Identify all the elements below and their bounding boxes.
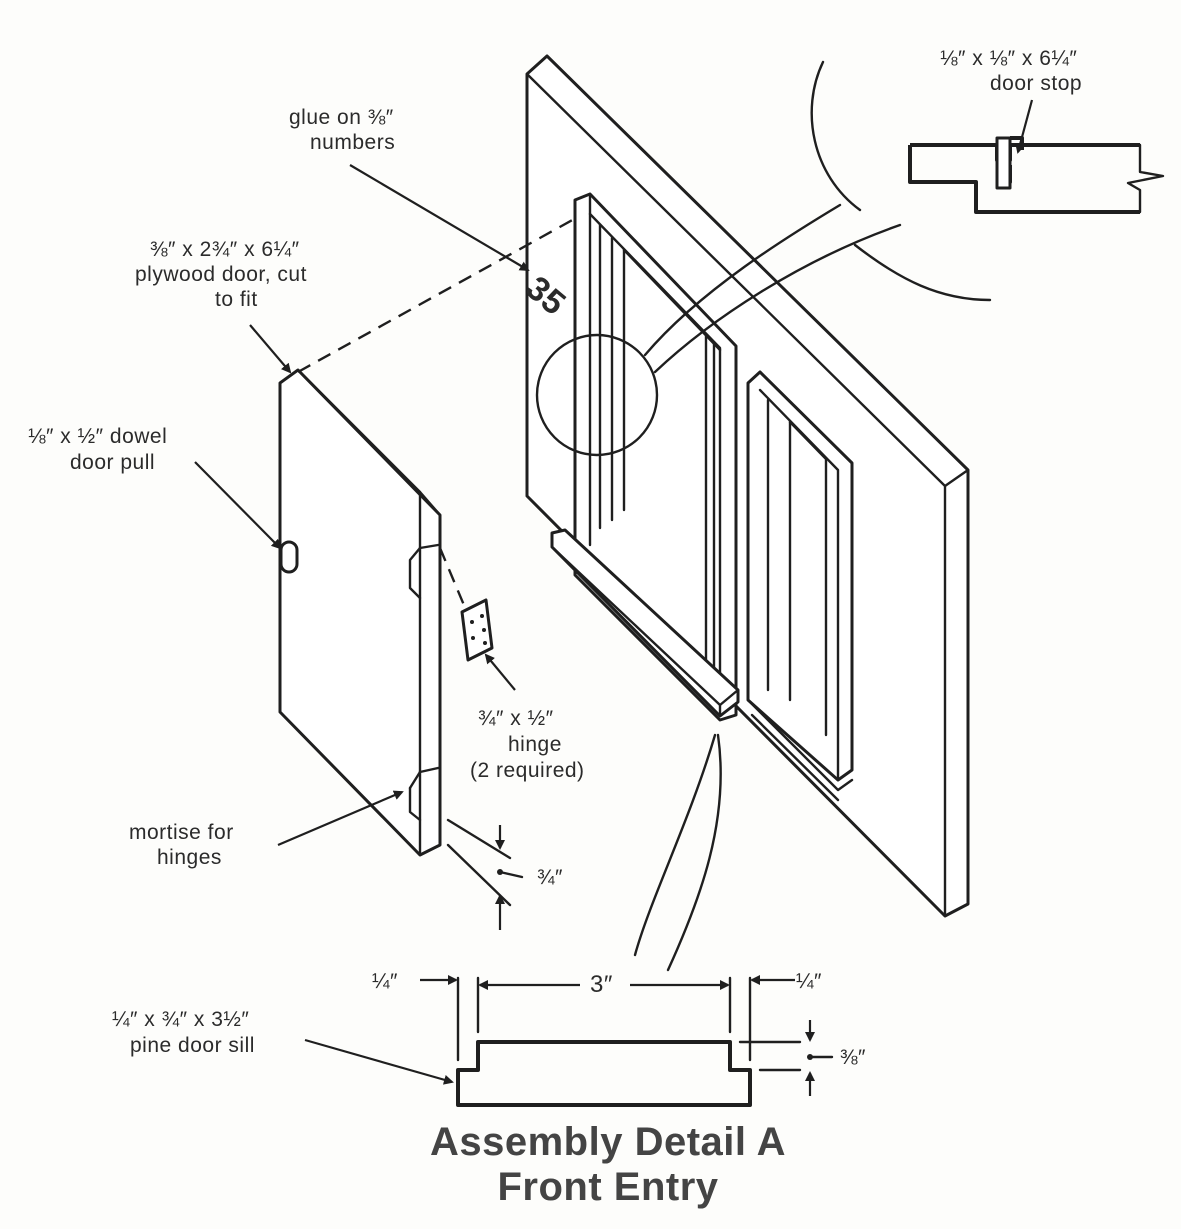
wall-door-sill xyxy=(550,528,740,718)
assembly-dashed-lines xyxy=(297,216,577,611)
sill-callout xyxy=(633,733,722,972)
label-mortise-1: mortise for xyxy=(129,821,234,844)
label-door-stop: door stop xyxy=(990,72,1082,95)
label-sill-height: ⅜″ xyxy=(840,1046,866,1069)
label-sill-left-quarter: ¼″ xyxy=(372,970,398,993)
label-sill-1: ¼″ x ¾″ x 3½″ xyxy=(112,1008,249,1031)
door-stop-detail xyxy=(908,136,1165,214)
label-door-stop-dims: ⅛″ x ⅛″ x 6¼″ xyxy=(940,47,1077,70)
door-stop-detail-callout xyxy=(535,60,992,457)
label-dowel-pull-2: door pull xyxy=(70,451,155,474)
sill-section xyxy=(420,975,834,1107)
label-sill-2: pine door sill xyxy=(130,1034,255,1057)
label-hinge-2: hinge xyxy=(508,733,562,756)
label-hinge-3: (2 required) xyxy=(470,759,585,782)
hinge xyxy=(460,598,494,662)
mortise-dimension xyxy=(446,818,524,930)
labels: ⅛″ x ⅛″ x 6¼″ door stop glue on ⅜″ numbe… xyxy=(28,47,1082,1069)
label-glue-numbers-1: glue on ⅜″ xyxy=(289,106,394,129)
label-sill-width: 3″ xyxy=(590,971,613,998)
label-plywood-door-2: plywood door, cut xyxy=(135,263,307,286)
label-plywood-door-1: ⅜″ x 2¾″ x 6¼″ xyxy=(150,238,300,261)
title-block: Assembly Detail A Front Entry xyxy=(430,1120,786,1209)
label-hinge-1: ¾″ x ½″ xyxy=(478,707,554,730)
window-frame xyxy=(746,370,854,802)
label-glue-numbers-2: numbers xyxy=(310,131,395,154)
label-plywood-door-3: to fit xyxy=(215,288,258,311)
title-line-1: Assembly Detail A xyxy=(430,1120,786,1164)
leader-arrows xyxy=(194,99,1034,1085)
label-mortise-dim: ¾″ xyxy=(537,866,563,889)
plywood-door xyxy=(278,368,442,857)
label-mortise-2: hinges xyxy=(157,846,222,869)
label-sill-right-quarter: ¼″ xyxy=(796,970,822,993)
label-dowel-pull-1: ⅛″ x ½″ dowel xyxy=(28,425,167,448)
title-line-2: Front Entry xyxy=(497,1165,718,1209)
